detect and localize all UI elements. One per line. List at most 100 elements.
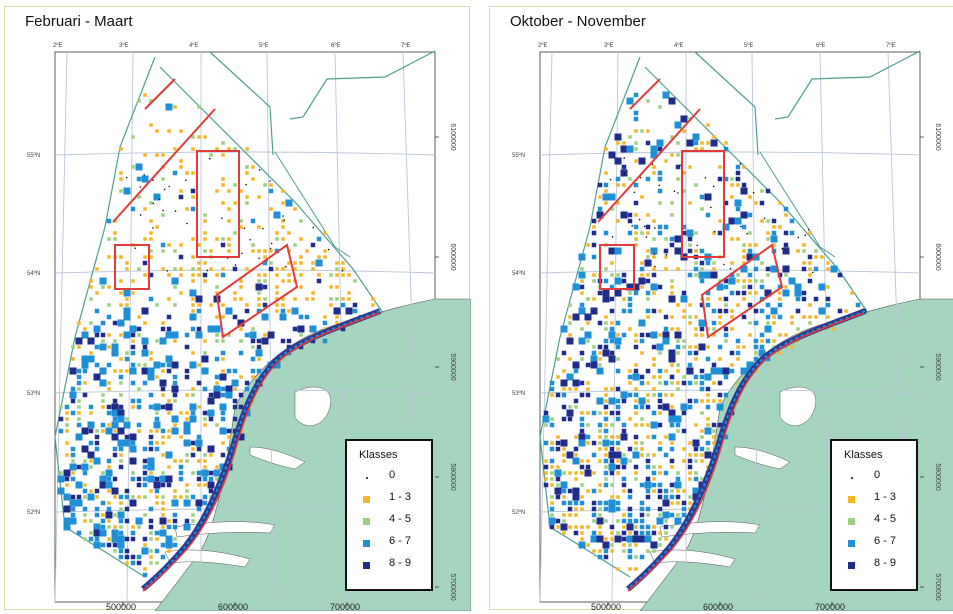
top-tick-label: 7ºE bbox=[401, 42, 411, 49]
catch-square bbox=[669, 482, 675, 488]
catch-square bbox=[111, 529, 119, 537]
catch-square bbox=[65, 417, 69, 421]
catch-square bbox=[651, 410, 657, 416]
catch-square bbox=[167, 519, 171, 523]
catch-square bbox=[257, 195, 261, 199]
blue-square-swatch-icon bbox=[848, 540, 855, 547]
zero-dot bbox=[312, 226, 315, 229]
catch-square bbox=[544, 471, 548, 475]
catch-square bbox=[688, 471, 692, 475]
catch-square bbox=[586, 423, 590, 427]
catch-square bbox=[616, 459, 620, 463]
catch-square bbox=[614, 451, 622, 459]
catch-square bbox=[704, 373, 712, 381]
catch-square bbox=[603, 482, 609, 488]
catch-square bbox=[568, 333, 572, 337]
catch-square bbox=[621, 332, 627, 338]
catch-square bbox=[742, 165, 746, 169]
catch-square bbox=[323, 231, 327, 235]
catch-square bbox=[143, 495, 147, 499]
catch-square bbox=[615, 176, 621, 182]
catch-square bbox=[94, 536, 100, 542]
catch-square bbox=[772, 243, 776, 247]
catch-square bbox=[657, 392, 663, 398]
catch-square bbox=[95, 291, 99, 295]
catch-square bbox=[598, 351, 602, 355]
catch-square bbox=[652, 291, 656, 295]
coastal-band bbox=[627, 310, 866, 590]
catch-square bbox=[135, 517, 143, 525]
catch-square bbox=[173, 495, 177, 499]
catch-square bbox=[70, 494, 76, 500]
catch-square bbox=[610, 549, 614, 553]
catch-square bbox=[172, 512, 178, 518]
catch-square bbox=[165, 403, 173, 411]
catch-square bbox=[574, 405, 578, 409]
catch-square bbox=[101, 339, 105, 343]
catch-square bbox=[760, 279, 764, 283]
catch-square bbox=[633, 182, 639, 188]
catch-square bbox=[681, 410, 687, 416]
catch-square bbox=[615, 416, 621, 422]
catch-square bbox=[155, 339, 159, 343]
catch-square bbox=[681, 290, 687, 296]
catch-square bbox=[578, 271, 586, 279]
catch-square bbox=[215, 423, 219, 427]
catch-square bbox=[76, 368, 82, 374]
catch-square bbox=[621, 308, 627, 314]
catch-square bbox=[579, 464, 585, 470]
catch-square bbox=[676, 339, 680, 343]
catch-square bbox=[178, 464, 184, 470]
catch-square bbox=[664, 237, 668, 241]
catch-square bbox=[664, 519, 668, 523]
catch-square bbox=[112, 320, 118, 326]
catch-square bbox=[160, 404, 166, 410]
catch-square bbox=[633, 200, 639, 206]
catch-square bbox=[772, 225, 776, 229]
catch-square bbox=[645, 476, 651, 482]
catch-square bbox=[694, 459, 698, 463]
catch-square bbox=[723, 146, 729, 152]
catch-square bbox=[670, 525, 674, 529]
catch-square bbox=[579, 392, 585, 398]
catch-square bbox=[117, 439, 125, 447]
catch-square bbox=[70, 506, 76, 512]
catch-square bbox=[705, 356, 711, 362]
catch-square bbox=[621, 272, 627, 278]
catch-square bbox=[566, 409, 574, 417]
catch-square bbox=[676, 381, 680, 385]
catch-square bbox=[209, 249, 213, 253]
catch-square bbox=[609, 410, 615, 416]
catch-square bbox=[616, 141, 620, 145]
catch-square bbox=[855, 302, 861, 308]
catch-square bbox=[71, 357, 75, 361]
catch-square bbox=[263, 297, 267, 301]
catch-square bbox=[185, 171, 189, 175]
catch-square bbox=[119, 507, 123, 511]
zero-dot bbox=[282, 215, 284, 217]
catch-square bbox=[813, 266, 819, 272]
catch-square bbox=[117, 427, 125, 435]
catch-square bbox=[682, 459, 686, 463]
catch-square bbox=[124, 548, 130, 554]
legend-item-0: 0 bbox=[842, 469, 914, 487]
catch-square bbox=[107, 465, 111, 469]
catch-square bbox=[197, 303, 201, 307]
catch-square bbox=[742, 279, 746, 283]
catch-square bbox=[166, 362, 172, 368]
catch-square bbox=[215, 237, 219, 241]
catch-square bbox=[555, 494, 561, 500]
catch-square bbox=[184, 332, 190, 338]
catch-square bbox=[106, 218, 112, 224]
zero-dot bbox=[639, 176, 642, 179]
catch-square bbox=[670, 291, 674, 295]
catch-square bbox=[142, 536, 148, 542]
catch-square bbox=[555, 440, 561, 446]
catch-square bbox=[658, 375, 662, 379]
zone-box bbox=[215, 243, 299, 339]
zone-box bbox=[700, 243, 784, 339]
catch-square bbox=[251, 327, 255, 331]
catch-square bbox=[173, 267, 177, 271]
catch-square bbox=[747, 302, 753, 308]
catch-square bbox=[189, 361, 197, 369]
